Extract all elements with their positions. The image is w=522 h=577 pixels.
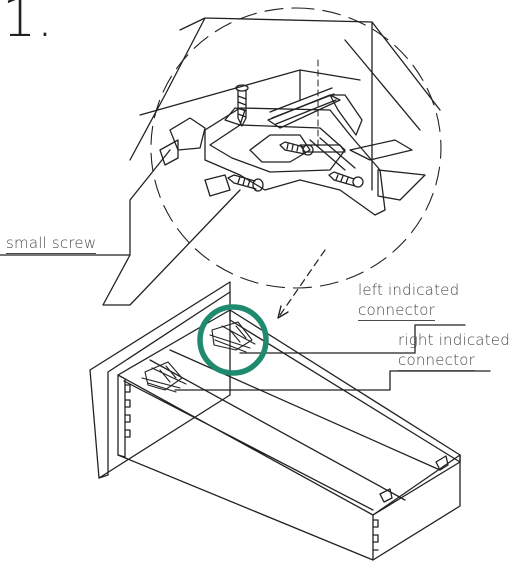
inset-screw-right [328, 171, 364, 188]
drawer [89, 281, 461, 561]
inset-screw-horizontal-left [227, 174, 264, 192]
left-connector-label-line2: connector [358, 301, 435, 321]
inset-board-lines [129, 17, 441, 191]
left-connector-leader [239, 324, 466, 354]
small-screw-leader [0, 149, 241, 306]
left-connector-in-drawer [209, 321, 256, 353]
zoom-arrow [277, 249, 326, 319]
step-number: 1. [2, 0, 54, 49]
detail-inset [129, 7, 442, 289]
right-connector-label-line1: right indicated [398, 331, 510, 349]
right-connector-in-drawer [141, 361, 187, 393]
highlight-circle [197, 304, 269, 376]
inset-screw-vertical [235, 84, 249, 127]
inset-connector-mechanism [159, 87, 426, 216]
small-screw-label: small screw [6, 234, 97, 254]
dovetail-right [372, 519, 379, 551]
drawer-front-panel [89, 281, 231, 479]
dovetail-left [124, 384, 131, 438]
right-connector-label-line2: connector [398, 351, 475, 371]
inset-screw-horizontal-right [279, 141, 314, 156]
left-connector-label-line1: left indicated [358, 281, 460, 299]
right-connector-leader [174, 370, 491, 391]
detail-circle [150, 7, 442, 289]
